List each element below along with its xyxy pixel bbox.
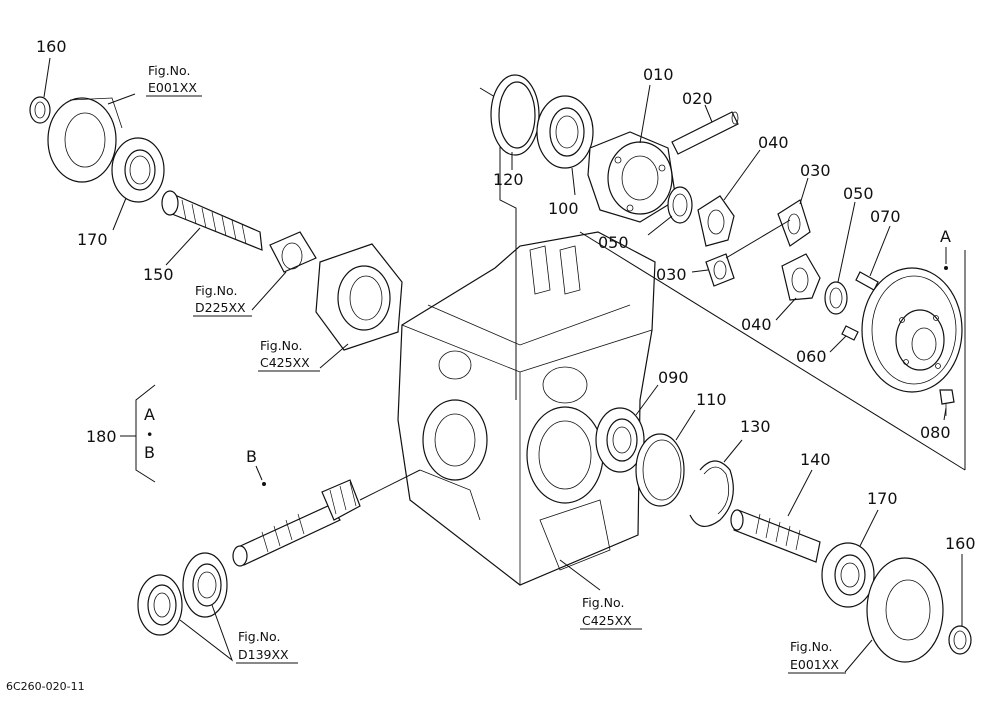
- snap-ring-160-right[interactable]: [948, 625, 972, 655]
- part-number-020[interactable]: 020: [682, 89, 713, 108]
- marker-a-top: A: [940, 227, 951, 246]
- part-number-110[interactable]: 110: [696, 390, 727, 409]
- part-number-040-lower[interactable]: 040: [741, 315, 772, 334]
- part-number-180[interactable]: 180: [86, 427, 117, 446]
- fig-ref-e001xx-top[interactable]: Fig.No. E001XX: [146, 63, 202, 97]
- marker-b-shaft: B: [246, 447, 257, 466]
- group-bracket-180: [135, 384, 156, 483]
- diagram-reference-code: 6C260-020-11: [6, 680, 85, 693]
- marker-a-top-dot: [944, 266, 948, 270]
- bearing-170-right[interactable]: [821, 542, 875, 608]
- splined-shaft-150[interactable]: [161, 190, 263, 251]
- oil-seal-cover-right[interactable]: [866, 557, 944, 663]
- bevel-pinion-shaft-b[interactable]: [232, 479, 361, 567]
- part-number-050-lower[interactable]: 050: [843, 184, 874, 203]
- fig-ref-d139xx[interactable]: Fig.No. D139XX: [236, 629, 298, 664]
- fig-ref-d225xx[interactable]: Fig.No. D225XX: [193, 283, 252, 317]
- svg-text:E001XX: E001XX: [790, 657, 839, 672]
- part-number-160-left[interactable]: 160: [36, 37, 67, 56]
- pin-060[interactable]: [841, 325, 859, 341]
- fig-ref-e001xx-bottom[interactable]: Fig.No. E001XX: [788, 639, 846, 674]
- pinion-gear-030-lower[interactable]: [705, 253, 735, 287]
- part-number-100[interactable]: 100: [548, 199, 579, 218]
- part-number-140[interactable]: 140: [800, 450, 831, 469]
- svg-text:D225XX: D225XX: [195, 300, 246, 315]
- part-number-150[interactable]: 150: [143, 265, 174, 284]
- side-gear-040-lower[interactable]: [781, 253, 821, 301]
- group-marker-a: A: [144, 405, 155, 424]
- svg-text:C425XX: C425XX: [260, 355, 310, 370]
- snap-ring-120[interactable]: [490, 74, 540, 156]
- part-number-160-right[interactable]: 160: [945, 534, 976, 553]
- svg-text:Fig.No.: Fig.No.: [582, 595, 624, 610]
- bearing-d139xx-inner[interactable]: [182, 552, 228, 618]
- bearing-090[interactable]: [595, 407, 645, 473]
- snap-ring-160-left[interactable]: [29, 96, 51, 124]
- shaft-070[interactable]: [855, 271, 879, 291]
- part-number-030-upper[interactable]: 030: [800, 161, 831, 180]
- part-number-120[interactable]: 120: [493, 170, 524, 189]
- housing-cover-c425xx-left[interactable]: [315, 243, 403, 351]
- part-number-170-right[interactable]: 170: [867, 489, 898, 508]
- snap-ring-130[interactable]: [689, 460, 734, 527]
- side-gear-040-upper[interactable]: [697, 195, 735, 247]
- part-number-040-upper[interactable]: 040: [758, 133, 789, 152]
- splined-shaft-140[interactable]: [730, 509, 821, 563]
- svg-text:Fig.No.: Fig.No.: [790, 639, 832, 654]
- bolt-080[interactable]: [939, 389, 955, 416]
- svg-text:C425XX: C425XX: [582, 613, 632, 628]
- part-number-060[interactable]: 060: [796, 347, 827, 366]
- differential-case-010[interactable]: [587, 131, 677, 223]
- bearing-d139xx-outer[interactable]: [137, 574, 183, 636]
- part-number-010[interactable]: 010: [643, 65, 674, 84]
- part-number-030-lower[interactable]: 030: [656, 265, 687, 284]
- fig-ref-c425xx-bottom[interactable]: Fig.No. C425XX: [580, 595, 642, 630]
- pin-020[interactable]: [671, 111, 739, 155]
- group-marker-dot: •: [146, 427, 153, 442]
- part-number-070[interactable]: 070: [870, 207, 901, 226]
- oil-seal-cover-left[interactable]: [47, 97, 123, 183]
- part-number-170-left[interactable]: 170: [77, 230, 108, 249]
- svg-text:E001XX: E001XX: [148, 80, 197, 95]
- svg-text:D139XX: D139XX: [238, 647, 289, 662]
- part-number-090[interactable]: 090: [658, 368, 689, 387]
- bearing-170-left[interactable]: [111, 137, 165, 203]
- svg-text:Fig.No.: Fig.No.: [260, 338, 302, 353]
- pinion-gear-030-upper[interactable]: [777, 199, 811, 247]
- coupling-d225xx[interactable]: [269, 231, 317, 273]
- shim-110[interactable]: [635, 433, 685, 507]
- transmission-housing[interactable]: [397, 231, 656, 586]
- svg-text:Fig.No.: Fig.No.: [238, 629, 280, 644]
- bearing-100[interactable]: [536, 95, 594, 169]
- part-number-080[interactable]: 080: [920, 423, 951, 442]
- part-number-130[interactable]: 130: [740, 417, 771, 436]
- thrust-washer-050-lower[interactable]: [824, 281, 848, 315]
- fig-ref-c425xx-left[interactable]: Fig.No. C425XX: [258, 338, 320, 372]
- group-marker-b: B: [144, 443, 155, 462]
- thrust-washer-050-upper[interactable]: [667, 186, 693, 224]
- marker-b-dot: [262, 482, 266, 486]
- svg-text:Fig.No.: Fig.No.: [148, 63, 190, 78]
- part-number-050-upper[interactable]: 050: [598, 233, 629, 252]
- svg-text:Fig.No.: Fig.No.: [195, 283, 237, 298]
- ring-gear-a[interactable]: [861, 267, 963, 393]
